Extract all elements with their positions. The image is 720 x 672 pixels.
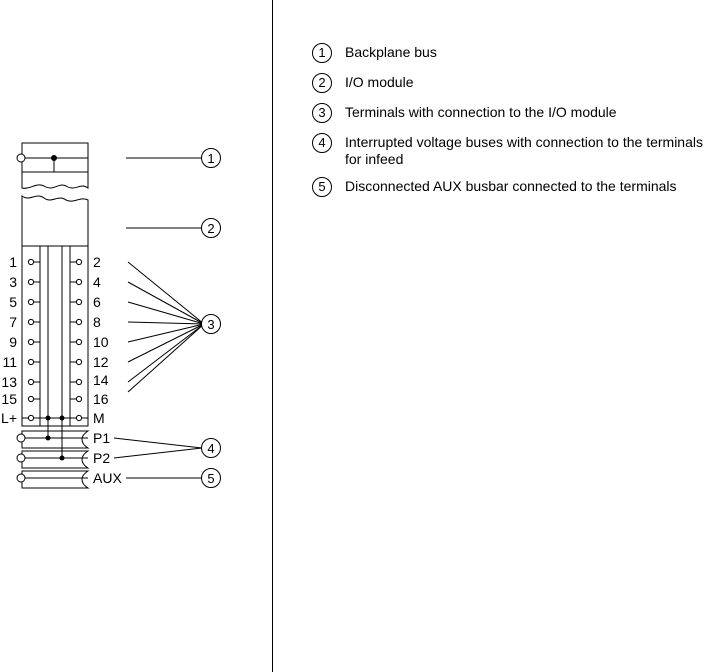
terminal-label: 1 [9,254,17,270]
legend-text: Backplane bus [345,44,437,60]
legend-number: 1 [312,43,332,63]
bus-label-aux: AUX [93,470,122,486]
terminal-contact [75,318,83,326]
terminal-label: 15 [1,391,17,407]
terminal-label: 9 [9,334,17,350]
terminal-label: 10 [93,334,109,350]
callout-1: 1 [201,148,221,168]
junction-dot [45,415,51,421]
backplane-bus [16,142,89,189]
legend-number: 3 [312,103,332,123]
terminal-contact [75,414,83,422]
terminal-contact [75,378,83,386]
terminal-label: L+ [1,410,17,426]
terminal-contact [27,278,35,286]
terminal-contact [75,278,83,286]
terminal-label: 4 [93,274,101,290]
terminal-label: 6 [93,294,101,310]
terminal-contact [75,338,83,346]
bus-terminals [21,430,90,489]
terminal-contact [75,395,83,403]
bus-contact [16,433,26,443]
legend-text: Terminals with connection to the I/O mod… [345,104,617,120]
junction-dot [45,435,51,441]
terminal-contact [27,338,35,346]
left-terminal-labels: 1 3 5 7 9 11 13 15 L+ [1,254,17,426]
terminal-label: 14 [93,372,109,388]
legend-number: 2 [312,73,332,93]
io-module [21,195,89,247]
svg-text:4: 4 [207,441,214,456]
bus-label-p1: P1 [93,430,110,446]
legend-item-3: 3 Terminals with connection to the I/O m… [312,103,720,124]
svg-text:1: 1 [207,151,214,166]
terminal-rows [16,258,88,483]
terminal-label: 3 [9,274,17,290]
terminal-label: 12 [93,354,109,370]
terminal-label: M [93,410,105,426]
terminal-label: 13 [1,374,17,390]
callout-5: 5 [201,468,221,488]
terminal-contact [27,414,35,422]
svg-text:3: 3 [207,317,214,332]
legend-item-1: 1 Backplane bus [312,43,720,64]
legend-number: 5 [312,177,332,197]
legend-item-5: 5 Disconnected AUX busbar connected to t… [312,177,720,198]
vertical-divider [272,0,273,672]
callouts: 1 2 3 4 5 [201,148,221,488]
callout-2: 2 [201,218,221,238]
terminal-contact [27,395,35,403]
terminal-contact [27,298,35,306]
terminal-label: 8 [93,314,101,330]
terminal-label: 16 [93,391,109,407]
terminal-label: 7 [9,314,17,330]
junction-dot [59,415,65,421]
callout-4: 4 [201,438,221,458]
legend-text: I/O module [345,74,414,90]
terminal-label: 2 [93,254,101,270]
svg-text:2: 2 [207,221,214,236]
right-terminal-labels: 2 4 6 8 10 12 14 16 M [93,254,109,426]
svg-text:5: 5 [207,471,214,486]
terminal-contact [27,258,35,266]
legend-text: Interrupted voltage buses with connectio… [345,134,703,167]
junction-dot [59,455,65,461]
terminal-label: 11 [2,354,17,370]
terminal-contact [75,298,83,306]
bus-contact [16,453,26,463]
terminal-contact [75,258,83,266]
legend-item-4: 4 Interrupted voltage buses with connect… [312,133,720,168]
terminal-contact [27,378,35,386]
leader-lines [113,157,205,479]
legend: 1 Backplane bus 2 I/O module 3 Terminals… [312,43,720,198]
legend-text: Disconnected AUX busbar connected to the… [345,178,677,194]
terminal-contact [27,318,35,326]
bus-labels: P1 P2 AUX [93,430,122,486]
terminal-block [21,245,89,458]
bus-label-p2: P2 [93,450,110,466]
legend-number: 4 [312,133,332,153]
terminal-contact [27,358,35,366]
callout-3: 3 [201,314,221,334]
legend-item-2: 2 I/O module [312,73,720,94]
bus-contact [16,473,26,483]
terminal-label: 5 [9,294,17,310]
terminal-contact [75,358,83,366]
